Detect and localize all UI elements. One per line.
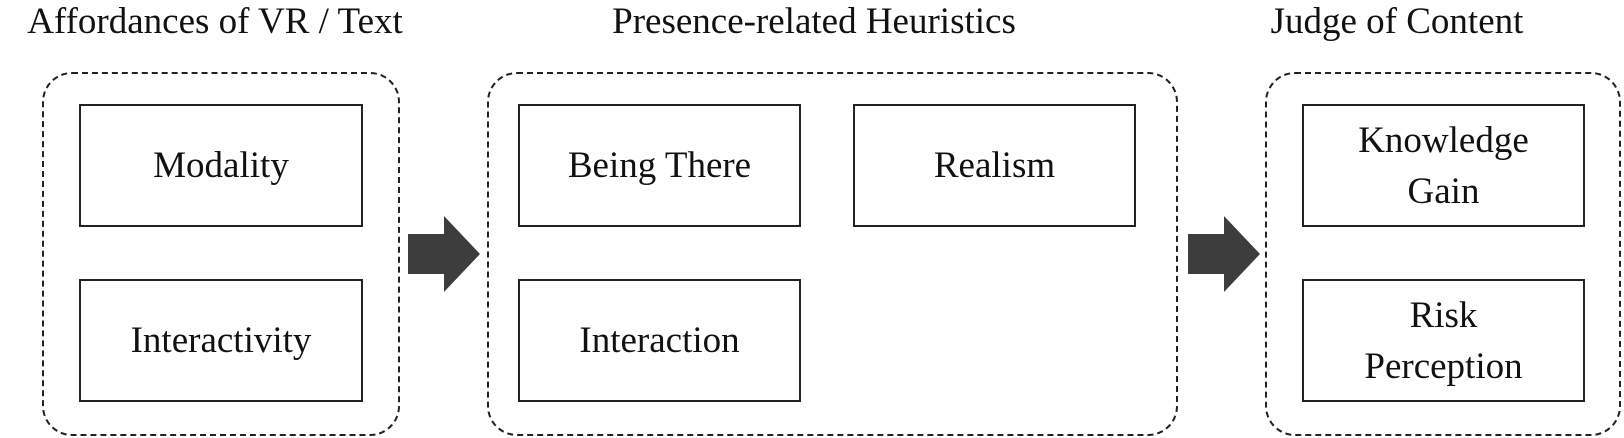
right-block-arrow-icon <box>1188 216 1260 292</box>
node-being-there-label: Being There <box>567 145 752 186</box>
node-knowledge-gain: Knowledge Gain <box>1302 104 1585 227</box>
node-risk-perception: Risk Perception <box>1302 279 1585 402</box>
node-realism-label: Realism <box>933 145 1056 186</box>
node-interaction-label: Interaction <box>579 320 740 361</box>
arrow-affordances-to-heuristics <box>408 216 480 292</box>
node-interactivity-label: Interactivity <box>130 320 312 361</box>
arrow-heuristics-to-judge <box>1188 216 1260 292</box>
node-modality-label: Modality <box>153 145 289 186</box>
node-being-there: Being There <box>518 104 801 227</box>
node-interaction: Interaction <box>518 279 801 402</box>
node-interactivity: Interactivity <box>79 279 363 402</box>
node-knowledge-gain-label: Knowledge Gain <box>1358 119 1529 212</box>
group-frame-presence-heuristics <box>487 72 1178 436</box>
group-frame-judge-of-content <box>1265 72 1621 436</box>
group-title-affordances: Affordances of VR / Text <box>27 1 403 42</box>
right-block-arrow-icon <box>408 216 480 292</box>
group-title-judge-of-content: Judge of Content <box>1270 1 1524 42</box>
node-modality: Modality <box>79 104 363 227</box>
group-title-presence-heuristics: Presence-related Heuristics <box>612 1 1016 42</box>
node-risk-perception-label: Risk Perception <box>1364 294 1523 387</box>
group-frame-affordances <box>42 72 400 436</box>
node-realism: Realism <box>853 104 1136 227</box>
